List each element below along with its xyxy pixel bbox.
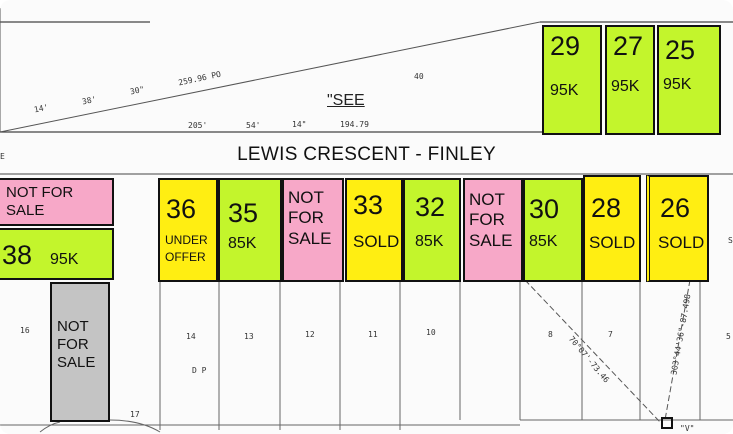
lot-number-label: 16 [20,326,30,335]
lot-number-label: 13 [244,332,254,341]
lot-number: 33 [353,190,384,220]
lot-not-for-sale[interactable]: NOT FOR SALE [463,178,523,282]
lot-status: UNDER OFFER [165,233,208,264]
lot-28[interactable]: 28 SOLD [583,175,641,282]
street-title: LEWIS CRESCENT - FINLEY [237,144,496,165]
lot-status: NOT FOR SALE [288,188,332,248]
lot-29[interactable]: 29 95K [542,25,602,135]
lot-number-label: 7 [608,330,613,339]
lot-not-for-sale[interactable]: NOT FOR SALE [282,178,344,282]
edge-label: E [0,152,5,161]
bearing-label: 14" [292,120,307,129]
bearing-label: 205' [188,121,208,130]
lot-number: 25 [665,35,696,65]
dimension-label: 194.79 [340,120,369,129]
lot-number-label: 17 [130,410,140,419]
lot-number: 38 [2,240,33,270]
lot-27[interactable]: 27 95K [605,25,655,135]
lot-35[interactable]: 35 85K [218,178,282,282]
lot-number-label: 40 [414,72,424,81]
lot-price: 85K [529,233,558,250]
lot-price: 95K [50,251,79,268]
lot-number: 26 [660,193,691,223]
lot-status: NOT FOR SALE [6,184,74,219]
lot-price: 95K [611,78,640,95]
lot-not-for-sale-grey[interactable]: NOT FOR SALE [50,282,110,422]
bearing-label: 54' [246,121,261,130]
lot-status: SOLD [658,233,705,252]
lot-30[interactable]: 30 85K [523,178,583,282]
lot-number-label: 5 [726,332,731,341]
lot-price: 95K [663,76,692,93]
lot-number: 36 [166,194,197,224]
lot-32[interactable]: 32 85K [403,178,461,282]
lot-price: 85K [228,235,257,252]
marker-label: "V" [680,424,695,433]
edge-label: S [728,236,733,245]
lot-status: SOLD [589,233,636,252]
lot-number: 30 [529,194,560,224]
lot-number-label: 8 [548,330,553,339]
dp-label: D P [192,366,207,375]
lot-price: 85K [415,233,444,250]
lot-38[interactable]: 38 95K [0,228,114,280]
lot-number-label: 12 [305,330,315,339]
lot-status: SOLD [353,232,400,251]
lot-number: 35 [228,198,259,228]
lot-26[interactable]: 26 SOLD [646,175,709,282]
lot-36[interactable]: 36 UNDER OFFER [158,178,218,282]
lot-price: 95K [550,82,579,99]
lot-number: 29 [550,31,581,61]
lot-number-label: 14 [186,332,196,341]
lot-status: NOT FOR SALE [57,318,96,371]
lot-number: 27 [613,31,644,61]
lot-status: NOT FOR SALE [469,190,513,250]
lot-number: 32 [415,192,446,222]
see-note: "SEE [327,92,365,109]
lot-number: 28 [591,193,622,223]
lot-not-for-sale[interactable]: NOT FOR SALE [0,178,114,226]
lot-number-label: 11 [368,330,378,339]
lot-25[interactable]: 25 95K [657,25,721,135]
lot-33[interactable]: 33 SOLD [345,178,403,282]
lot-number-label: 10 [426,328,436,337]
